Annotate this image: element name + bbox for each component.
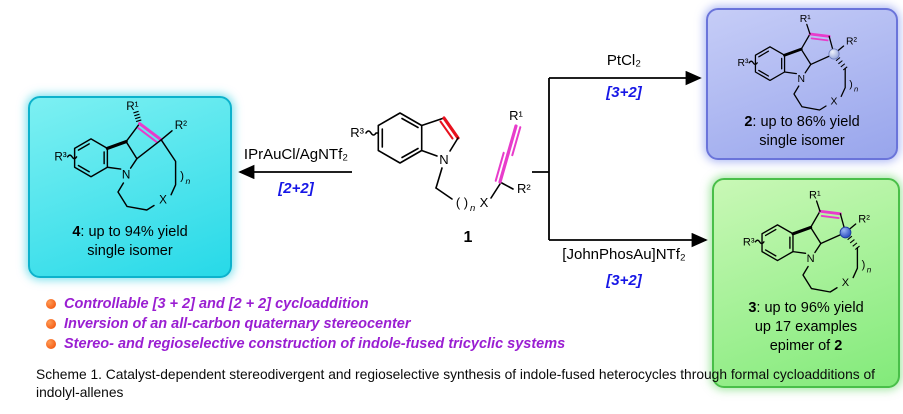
mode-to-product4-label: [2+2] (278, 180, 314, 197)
bullet-1: Controllable [3 + 2] and [2 + 2] cycload… (46, 296, 369, 312)
n-atom-label: N (807, 253, 815, 265)
x-atom-label: X (480, 195, 489, 210)
n-atom-label: N (797, 74, 805, 85)
product3-structure: R³ N R¹ R² X ) n (743, 190, 872, 293)
product2-structure: R³ N R¹ R² X ) n (737, 14, 858, 111)
allene-pink-bond-2 (506, 124, 518, 156)
r3-wavy-bond (66, 154, 78, 160)
bullet-dot-icon (46, 339, 56, 349)
scheme-caption: Scheme 1. Catalyst-dependent stereodiver… (36, 367, 876, 400)
compound1-number: 1 (464, 229, 473, 246)
product3-epimer-line: epimer of 2 (769, 338, 843, 354)
bullet-dot-icon (46, 319, 56, 329)
catalyst-ptcl2-label: PtCl₂ (606, 52, 642, 69)
product4-yield-line: 4: up to 94% yield (72, 224, 188, 240)
catalyst-johnphosau-label: [JohnPhosAu]NTf₂ (562, 246, 686, 263)
r2-label: R² (846, 36, 858, 47)
stereocenter-ball (839, 226, 852, 239)
wedge-bond (105, 139, 128, 150)
product4-box (28, 96, 232, 278)
r3-wavy-bond (754, 239, 765, 245)
x-atom-label: X (842, 277, 850, 289)
r3-label: R³ (350, 125, 364, 140)
r1-label: R¹ (126, 100, 138, 113)
ring-paren-label: ) (180, 169, 184, 182)
n-subscript: n (186, 176, 191, 186)
r3-wavy-bond (748, 60, 758, 66)
product4-structure: R³ N R¹ R² X ) n (54, 100, 191, 211)
catalyst-ipraucl-label: IPrAuCl/AgNTf₂ (243, 146, 349, 163)
product3-number: 3 (748, 300, 757, 316)
product2-number: 2 (744, 114, 753, 130)
product2-yield-line: 2: up to 86% yield (744, 114, 860, 130)
ring-paren-label: ) (849, 80, 852, 91)
product4-note-line: single isomer (87, 243, 173, 259)
r3-label: R³ (743, 236, 755, 248)
product2-note-line: single isomer (759, 133, 845, 149)
benzene-ring (73, 138, 109, 178)
bullet-3: Stereo- and regioselective construction … (46, 336, 565, 352)
ring-paren-label: ) (862, 259, 866, 271)
indole-red-double-bond (442, 116, 460, 140)
product3-box (712, 178, 900, 388)
compound1-structure: R³ N ( ) n X R² R¹ 1 (350, 108, 531, 246)
n-atom-label: N (439, 152, 448, 167)
benzene-ring (754, 46, 786, 82)
reaction-arrows (238, 70, 708, 248)
chain-paren-label: ( ) (456, 195, 468, 210)
r1-label: R¹ (800, 14, 812, 25)
r1-label: R¹ (809, 190, 821, 202)
n-subscript: n (867, 265, 872, 274)
x-atom-label: X (831, 96, 838, 107)
benzene-ring (761, 224, 794, 262)
r1-label: R¹ (509, 108, 523, 123)
bullet-dot-icon (46, 299, 56, 309)
r2-label: R² (858, 213, 870, 225)
mode-to-product3-label: [3+2] (606, 272, 642, 289)
bullet-2: Inversion of an all-carbon quaternary st… (46, 316, 411, 332)
cyclobutene-pink-bond (138, 122, 163, 142)
product3-examples-line: up 17 examples (754, 319, 858, 335)
n-subscript: n (470, 203, 475, 214)
r2-label: R² (175, 119, 187, 132)
cyclopentene-pink-bond (818, 209, 842, 216)
cyclopentene-pink-bond (808, 32, 831, 38)
product4-number: 4 (72, 224, 81, 240)
r3-wavy-bond (365, 130, 380, 136)
r3-label: R³ (737, 58, 749, 69)
product2-box (706, 8, 898, 160)
wedge-bond (783, 47, 803, 57)
allene-pink-bond-1 (498, 152, 510, 184)
x-atom-label: X (159, 194, 167, 207)
n-atom-label: N (122, 169, 130, 182)
wedge-bond (791, 225, 813, 236)
mode-to-product2-label: [3+2] (606, 84, 642, 101)
product3-yield-line: 3: up to 96% yield (748, 300, 864, 316)
r3-label: R³ (54, 151, 66, 164)
stereocenter-ball (828, 48, 840, 60)
n-subscript: n (854, 85, 858, 94)
r2-label: R² (517, 181, 531, 196)
benzene-ring (377, 112, 423, 164)
